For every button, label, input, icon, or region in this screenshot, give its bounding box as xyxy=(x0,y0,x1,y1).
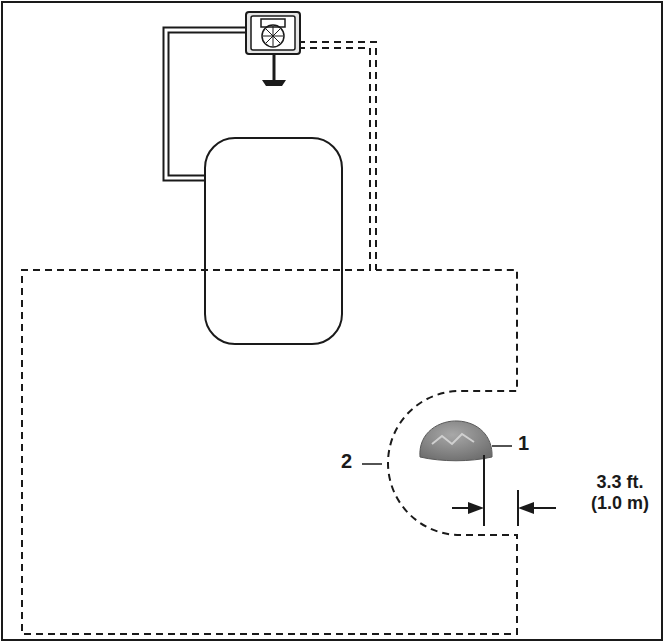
leader-line xyxy=(362,463,382,465)
dimension-lines xyxy=(452,455,556,526)
leader-line xyxy=(492,445,512,447)
rock-highlight xyxy=(432,434,474,444)
dimension-arrow xyxy=(468,502,484,514)
dimension-label: 3.3 ft. (1.0 m) xyxy=(582,472,658,513)
rock-obstacle xyxy=(420,421,492,461)
callout-number: 1 xyxy=(518,432,529,455)
callout-number: 2 xyxy=(341,450,352,473)
charging-station xyxy=(246,12,300,86)
dimension-arrow xyxy=(518,502,534,514)
boundary-wire xyxy=(22,42,517,634)
obstacle-outline xyxy=(205,138,342,344)
